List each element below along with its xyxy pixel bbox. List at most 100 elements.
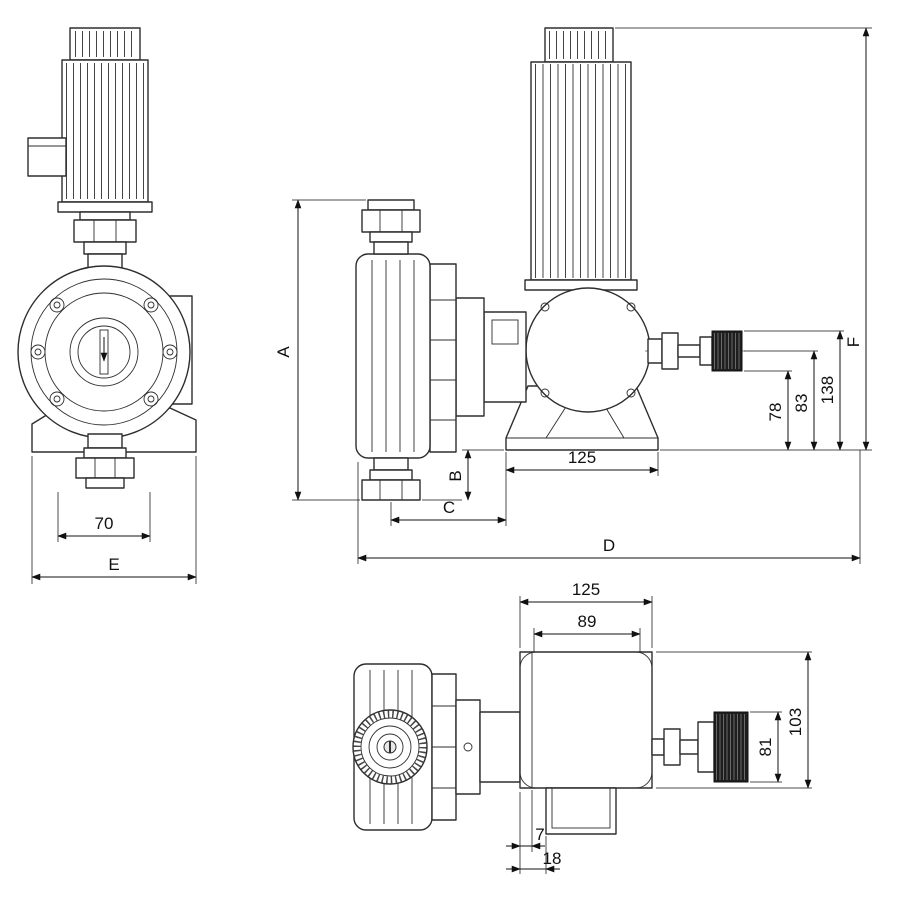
dial-knurl-texture: [353, 710, 427, 784]
bottom-valve-ring-upper: [83, 447, 127, 459]
bottom-valve-neck: [373, 457, 409, 471]
gearbox-bolt: [626, 302, 636, 312]
terminal-box-inner: [551, 787, 611, 829]
corner-notch: [519, 651, 537, 669]
top-valve-cap: [367, 199, 415, 211]
flange-bolt-center: [34, 348, 42, 356]
dim-label-side-78: 78: [766, 403, 785, 422]
motor-cap: [544, 27, 614, 63]
dial-slot: [99, 329, 109, 375]
dim-side-c: C: [390, 452, 507, 526]
top-valve-ring-lower: [83, 241, 127, 255]
gearbox-bolt: [540, 388, 550, 398]
flange-bolt: [143, 297, 159, 313]
flange-bolt: [143, 391, 159, 407]
dim-top-81: 81: [750, 711, 782, 783]
flange-bolt: [49, 391, 65, 407]
injector-rod: [651, 738, 665, 756]
flange-bolt-center: [166, 348, 174, 356]
flange-bolt: [49, 297, 65, 313]
front-view: 70 E: [17, 27, 197, 584]
dim-side-a: A: [274, 199, 366, 501]
injector-boss: [647, 338, 663, 364]
dim-front-e: E: [31, 456, 197, 584]
dim-label-front-70: 70: [95, 514, 114, 533]
flange-bolt: [30, 344, 46, 360]
dim-label-side-138: 138: [818, 376, 837, 404]
bottom-valve-ring-lower: [85, 477, 125, 489]
motor-body-top: [519, 651, 653, 789]
flange-bolt-center: [147, 301, 155, 309]
head-spacer: [455, 699, 481, 795]
dial-ring: [360, 717, 420, 777]
head-adapter-step: [479, 711, 521, 783]
bottom-valve-hex-nut: [361, 479, 421, 501]
junction-box: [27, 137, 67, 177]
corner-notch: [519, 771, 537, 789]
dim-label-side-a: A: [274, 346, 293, 358]
motor-foot: [57, 201, 153, 213]
bottom-valve-hex-nut: [75, 457, 135, 479]
bottom-valve-neck: [87, 433, 123, 449]
dim-top-89: 89: [533, 612, 641, 652]
adapter-detail: [491, 319, 519, 345]
pump-head-inner-ring: [77, 325, 131, 379]
injector-body: [663, 728, 681, 766]
dim-label-top-18: 18: [543, 849, 562, 868]
corner-notch: [635, 651, 653, 669]
head-adapter-step: [483, 311, 527, 403]
flange-bolt-center: [147, 395, 155, 403]
dim-side-125: 125: [505, 448, 659, 476]
side-view: A B C 125 D: [274, 27, 872, 564]
injector-collar: [697, 721, 715, 773]
gearbox-bolt: [540, 302, 550, 312]
dim-label-side-c: C: [443, 498, 455, 517]
flange-bolt-center: [53, 395, 61, 403]
dim-label-top-89: 89: [578, 612, 597, 631]
dim-label-top-7: 7: [535, 825, 544, 844]
dim-side-b: B: [422, 449, 504, 501]
top-view: 125 89 81 103 7: [352, 580, 812, 874]
top-valve-hex-nut: [73, 219, 137, 243]
motor-body: [61, 59, 149, 203]
top-valve-neck: [373, 241, 409, 255]
flange-bolt-center: [53, 301, 61, 309]
dial-ring: [376, 733, 404, 761]
gearbox-bolt: [626, 388, 636, 398]
dim-label-side-125: 125: [568, 448, 596, 467]
dim-top-103: 103: [656, 651, 812, 789]
dim-side-right-heights: 78 83 138 F: [615, 27, 872, 451]
dim-label-side-f: F: [844, 337, 863, 347]
dim-top-7-18: 7 18: [506, 790, 561, 874]
dim-label-front-e: E: [108, 555, 119, 574]
top-valve-ring: [369, 231, 413, 243]
top-valve-ring-upper: [79, 211, 131, 221]
dim-label-top-125: 125: [572, 580, 600, 599]
injector-rod: [677, 344, 701, 358]
diaphragm-housing: [355, 253, 431, 459]
head-spacer: [455, 297, 485, 417]
flange-bolt: [162, 344, 178, 360]
dim-label-top-81: 81: [756, 738, 775, 757]
terminal-box: [545, 787, 617, 835]
injector-rod: [679, 739, 699, 755]
dim-label-side-d: D: [603, 536, 615, 555]
dial-ring: [368, 725, 412, 769]
gearbox-housing: [525, 287, 651, 413]
dim-label-side-83: 83: [792, 394, 811, 413]
dim-side-d: D: [357, 450, 861, 564]
injector-body: [661, 332, 679, 370]
bottom-valve-ring: [369, 469, 413, 481]
dim-front-70: 70: [57, 492, 151, 542]
top-valve-hex-nut: [361, 209, 421, 233]
dim-top-125: 125: [519, 580, 653, 648]
pump-head-inner-ring: [69, 317, 139, 387]
head-flange: [429, 263, 457, 453]
corner-notch: [635, 771, 653, 789]
motor-cap: [69, 27, 141, 61]
dim-label-top-103: 103: [786, 708, 805, 736]
injector-collar: [699, 336, 713, 366]
dim-label-side-b: B: [446, 470, 465, 481]
